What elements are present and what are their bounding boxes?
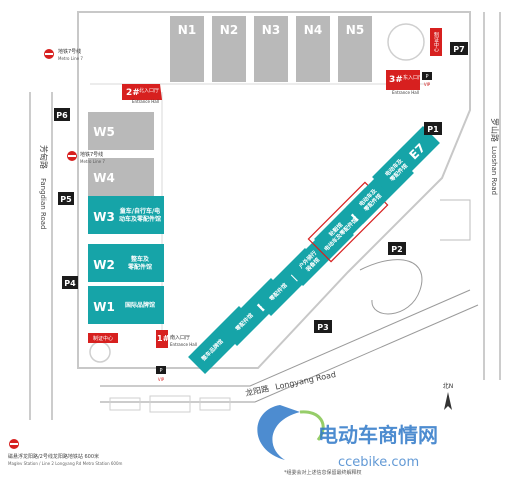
parking-p5[interactable]: P5 [58, 192, 74, 205]
watermark: 电动车商情网 ccebike.com [257, 405, 438, 470]
hall-category: 动车及零配件馆 [119, 215, 161, 223]
vip-parking-bottom-label: P [159, 368, 162, 374]
parking-p4-label: P4 [64, 279, 76, 288]
hall-code: W4 [93, 171, 115, 185]
entrance-3-en: Entrance Hall [392, 90, 419, 95]
north-hall-group: N1 N2 N3 N4 N5 [170, 16, 372, 82]
vip-badge-top: P VIP [422, 72, 432, 87]
entrance-2-en: Entrance Hall [132, 99, 159, 104]
road-longyang-line [100, 304, 479, 403]
hall-n2[interactable]: N2 [212, 16, 246, 82]
hall-n3[interactable]: N3 [254, 16, 288, 82]
hall-category: 国际品牌馆 [125, 301, 155, 309]
parking-p2[interactable]: P2 [388, 242, 406, 255]
road-luoshan-cn: 罗山路 [490, 118, 500, 142]
road-longyang-cn: 龙阳路 [244, 383, 270, 398]
hall-category: 童车/自行车/电 [120, 207, 160, 215]
road-fangdian-cn: 芳甸路 [39, 145, 49, 169]
hall-code: N1 [178, 23, 196, 37]
entrance-2-cn: 北入口厅 [139, 87, 159, 94]
vip-top-label: VIP [424, 82, 431, 87]
parking-p1-label: P1 [427, 125, 439, 134]
parking-p7[interactable]: P7 [450, 42, 468, 55]
entrance-1-num: 1# [157, 334, 170, 343]
parking-p1[interactable]: P1 [424, 122, 442, 135]
footer-cn: 磁悬浮龙阳路/2号线龙阳路地铁站 600米 [8, 453, 99, 460]
hall-w1[interactable]: W1 国际品牌馆 [88, 286, 164, 324]
vip-badge-bottom: P VIP [156, 366, 166, 382]
parking-p7-label: P7 [453, 45, 464, 54]
hall-w4[interactable]: W4 [88, 158, 154, 196]
overpass-loop [359, 259, 423, 315]
footer-station: 磁悬浮龙阳路/2号线龙阳路地铁站 600米 Maglev Station / L… [8, 439, 123, 466]
entrance-2-num: 2# [126, 88, 140, 98]
north-arrow: 北N [443, 382, 454, 410]
metro-7-left[interactable]: 地铁7号线 Metro Line 7 [67, 151, 105, 164]
bottom-note: *组委会对上述信息保留最终解释权 [284, 469, 362, 476]
hall-w3[interactable]: W3 童车/自行车/电动车及零配件馆 [88, 196, 164, 234]
road-longyang-label: 龙阳路 Longyang Road [244, 369, 336, 398]
entrance-1-en: Entrance Hall [170, 342, 197, 347]
vip-parking-top-label: P [425, 74, 428, 80]
hall-n4[interactable]: N4 [296, 16, 330, 82]
metro-7-top-cn: 地铁7号线 [58, 48, 81, 55]
parking-p4[interactable]: P4 [62, 276, 78, 289]
east-hall-group: E1整车品牌馆E2零配件馆E3零配件馆E4户外骑行装备馆E5轮毂馆电动车及零配件… [188, 126, 440, 374]
watermark-en: ccebike.com [338, 455, 419, 470]
metro-7-top[interactable]: 地铁7号线 Metro Line 7 [44, 48, 83, 61]
hall-code: N5 [346, 23, 364, 37]
north-arrow-label: 北N [443, 382, 454, 390]
hall-code: N4 [304, 23, 322, 37]
road-luoshan-en: Luoshan Road [490, 146, 498, 195]
road-fangdian-en: Fangdian Road [39, 178, 47, 229]
entrance-3[interactable]: 3# 东入口厅 Entrance Hall [386, 70, 423, 95]
hall-code: W2 [93, 258, 115, 272]
buildings-bottom-left [109, 395, 231, 413]
service-center-bottom[interactable]: 制证中心 [88, 333, 118, 343]
service-center-top[interactable]: 制证中心 [430, 28, 442, 56]
watermark-logo-icon [257, 405, 300, 460]
metro-7-top-en: Metro Line 7 [58, 56, 83, 61]
hall-category: 零配件馆 [127, 263, 152, 271]
footer-en: Maglev Station / Line 2 Longyang Rd Metr… [8, 461, 123, 466]
road-longyang-en: Longyang Road [274, 370, 336, 392]
hall-code: W5 [93, 125, 115, 139]
service-center-bottom-label: 制证中心 [93, 335, 113, 342]
parking-p6[interactable]: P6 [54, 108, 70, 121]
parking-p3[interactable]: P3 [314, 320, 332, 333]
venue-boundary [77, 11, 471, 369]
hall-code: N3 [262, 23, 280, 37]
roundabout [387, 23, 425, 61]
overpass-loop [440, 199, 471, 241]
entrance-2[interactable]: 2# 北入口厅 Entrance Hall [122, 84, 162, 104]
entrance-1[interactable]: 1# 南入口厅 Entrance Hall [156, 330, 197, 348]
hall-code: W3 [93, 210, 115, 224]
hall-n5[interactable]: N5 [338, 16, 372, 82]
parking-p3-label: P3 [317, 323, 328, 332]
parking-p6-label: P6 [56, 111, 68, 120]
hall-w5[interactable]: W5 [88, 112, 154, 150]
entrance-1-cn: 南入口厅 [170, 334, 190, 341]
watermark-cn: 电动车商情网 [318, 423, 438, 447]
entrance-3-num: 3# [389, 75, 403, 85]
parking-p5-label: P5 [60, 195, 72, 204]
vip-bottom-label: VIP [158, 377, 165, 382]
entrance-3-cn: 东入口厅 [403, 74, 423, 81]
road-longyang-line [100, 289, 471, 387]
hall-category: 整车及 [130, 255, 149, 263]
parking-p2-label: P2 [391, 245, 402, 254]
hall-code: N2 [220, 23, 238, 37]
hall-n1[interactable]: N1 [170, 16, 204, 82]
metro-7-left-cn: 地铁7号线 [80, 151, 103, 158]
service-center-top-label: 制证中心 [433, 31, 439, 52]
metro-7-left-en: Metro Line 7 [80, 159, 105, 164]
hall-code: W1 [93, 300, 115, 314]
